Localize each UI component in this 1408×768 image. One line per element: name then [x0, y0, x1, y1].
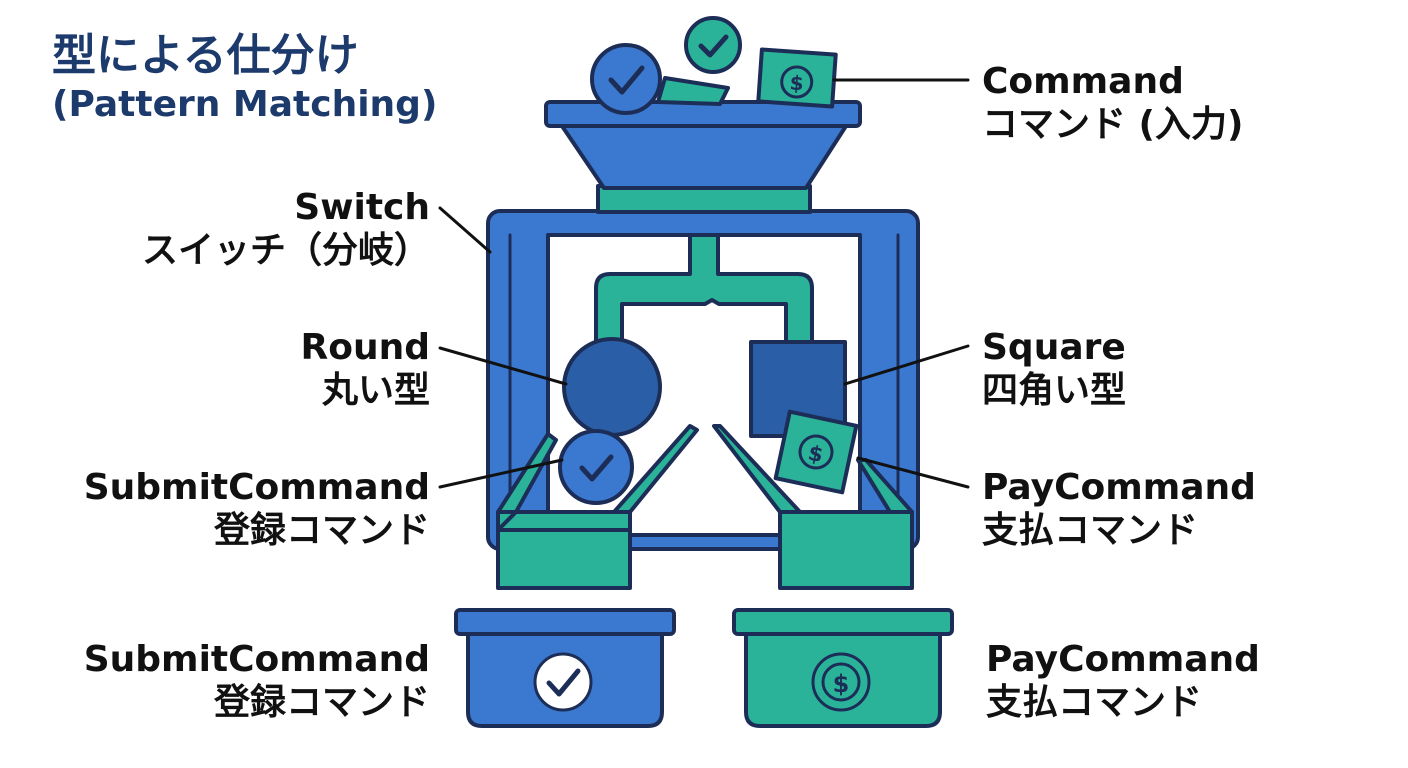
dollar-icon	[821, 662, 861, 702]
check-icon	[608, 65, 645, 95]
submit-chute-label-ja: 登録コマンド	[213, 510, 430, 552]
pay-chute	[778, 510, 914, 590]
page-title: 型による仕分け (Pattern Matching)	[52, 30, 437, 126]
hopper-top-token	[684, 16, 742, 74]
hopper-square-token	[656, 76, 730, 106]
round-label-ja: 丸い型	[321, 370, 430, 412]
command-label: Command コマンド (入力)	[982, 60, 1243, 146]
submit-bin-rim	[454, 608, 676, 636]
pay-bin-label: PayCommand 支払コマンド	[986, 638, 1260, 724]
pay-chute-label-ja: 支払コマンド	[982, 510, 1199, 552]
leader-submit	[438, 458, 564, 489]
title-sub: (Pattern Matching)	[52, 83, 438, 125]
pay-chute-label: PayCommand 支払コマンド	[982, 466, 1256, 552]
submit-chute-label: SubmitCommand 登録コマンド	[84, 466, 430, 552]
dollar-icon	[798, 434, 834, 470]
round-label: Round 丸い型	[301, 326, 430, 412]
svg-text:$: $	[789, 71, 805, 96]
title-main: 型による仕分け	[52, 30, 359, 81]
hopper-round-token	[590, 43, 662, 115]
hopper-funnel	[560, 124, 848, 190]
round-label-en: Round	[300, 327, 430, 368]
pay-bin-rim	[732, 608, 954, 636]
splitter-pipe	[594, 233, 814, 352]
pay-token	[773, 409, 859, 495]
switch-label-en: Switch	[294, 187, 430, 228]
dollar-icon-badge	[811, 652, 871, 712]
dollar-icon	[780, 65, 814, 99]
submit-chute-label-en: SubmitCommand	[83, 467, 430, 508]
command-label-en: Command	[982, 61, 1184, 102]
leader-square	[843, 344, 970, 386]
submit-bin-label-en: SubmitCommand	[83, 639, 430, 680]
submit-bin-label-ja: 登録コマンド	[213, 682, 430, 724]
check-icon	[579, 454, 614, 482]
pay-chute-label-en: PayCommand	[982, 467, 1256, 508]
command-label-ja: コマンド (入力)	[982, 104, 1244, 146]
svg-text:$: $	[806, 441, 825, 468]
round-slot	[562, 337, 662, 437]
svg-text:$: $	[833, 670, 850, 698]
check-icon-badge	[533, 652, 593, 712]
pay-bin-label-en: PayCommand	[986, 639, 1260, 680]
leader-switch	[438, 206, 492, 254]
switch-label-ja: スイッチ（分岐）	[141, 230, 430, 272]
square-label-ja: 四角い型	[982, 370, 1127, 412]
check-icon	[546, 668, 581, 697]
square-label-en: Square	[982, 327, 1126, 368]
submit-token	[558, 429, 634, 505]
submit-bin-label: SubmitCommand 登録コマンド	[84, 638, 430, 724]
check-icon	[698, 34, 729, 58]
square-label: Square 四角い型	[982, 326, 1126, 412]
switch-label: Switch スイッチ（分岐）	[142, 186, 430, 272]
pay-bin-label-ja: 支払コマンド	[986, 682, 1203, 724]
leader-round	[438, 346, 568, 386]
leader-pay	[856, 456, 970, 489]
